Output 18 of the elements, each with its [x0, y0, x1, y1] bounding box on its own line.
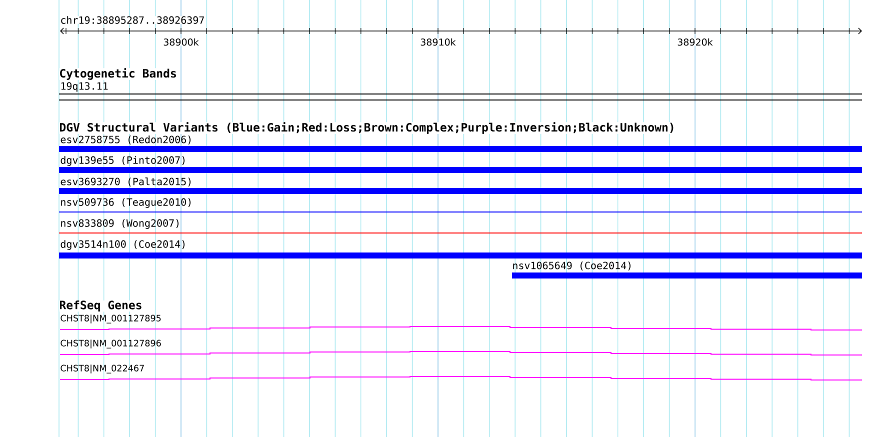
- coordinate-label: chr19:38895287..38926397: [60, 16, 205, 24]
- gene-label: CHST8|NM_001127895: [60, 314, 161, 324]
- variant-label: dgv139e55 (Pinto2007): [60, 156, 185, 166]
- variant-label: nsv833809 (Wong2007): [61, 219, 179, 229]
- tick-label: 38920k: [677, 38, 713, 46]
- variant-label: esv3693270 (Palta2015): [60, 178, 191, 186]
- variant-label: nsv509736 (Teague2010): [61, 198, 191, 208]
- variant-label: esv2758755 (Redon2006): [60, 136, 191, 144]
- gene-label: CHST8|NM_022467: [60, 364, 144, 374]
- track-title: Cytogenetic Bands: [59, 68, 177, 80]
- variant-label: dgv3514n100 (Coe2014): [60, 240, 185, 250]
- track-title: DGV Structural Variants (Blue:Gain;Red:Loss;Brown:Complex;Purple:Inversion;Black:Unknown): [59, 122, 676, 134]
- variant-label: nsv1065649 (Coe2014): [513, 262, 631, 270]
- tick-label: 38910k: [420, 38, 456, 46]
- track-title: RefSeq Genes: [59, 300, 142, 312]
- tick-label: 38900k: [163, 38, 199, 46]
- gene-label: CHST8|NM_001127896: [60, 340, 161, 348]
- band-label: 19q13.11: [61, 82, 108, 92]
